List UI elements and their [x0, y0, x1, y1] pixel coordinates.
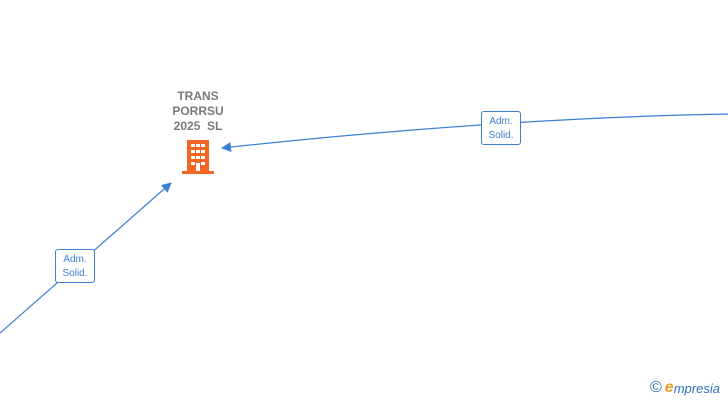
company-name-line-1: TRANS — [177, 89, 219, 103]
empresia-watermark[interactable]: © e mpresia — [650, 378, 720, 398]
brand-logo-e: e — [664, 379, 674, 396]
relation-edge-right — [221, 113, 728, 153]
company-name[interactable]: TRANS PORRSU 2025 SL — [148, 89, 248, 134]
relation-label-left-line-1: Adm. — [63, 254, 87, 265]
relation-label-right[interactable]: Adm. Solid. — [481, 111, 521, 145]
relation-label-left-line-2: Solid. — [62, 268, 88, 279]
building-icon[interactable] — [182, 139, 214, 175]
relation-label-right-line-2: Solid. — [488, 130, 514, 141]
brand-logo-text: mpresia — [673, 380, 720, 396]
company-name-line-2: PORRSU — [172, 104, 224, 118]
relation-label-right-line-1: Adm. — [489, 116, 513, 127]
company-name-line-3: 2025 SL — [173, 119, 223, 133]
copyright-icon: © — [650, 379, 662, 396]
relation-label-left[interactable]: Adm. Solid. — [55, 249, 95, 283]
